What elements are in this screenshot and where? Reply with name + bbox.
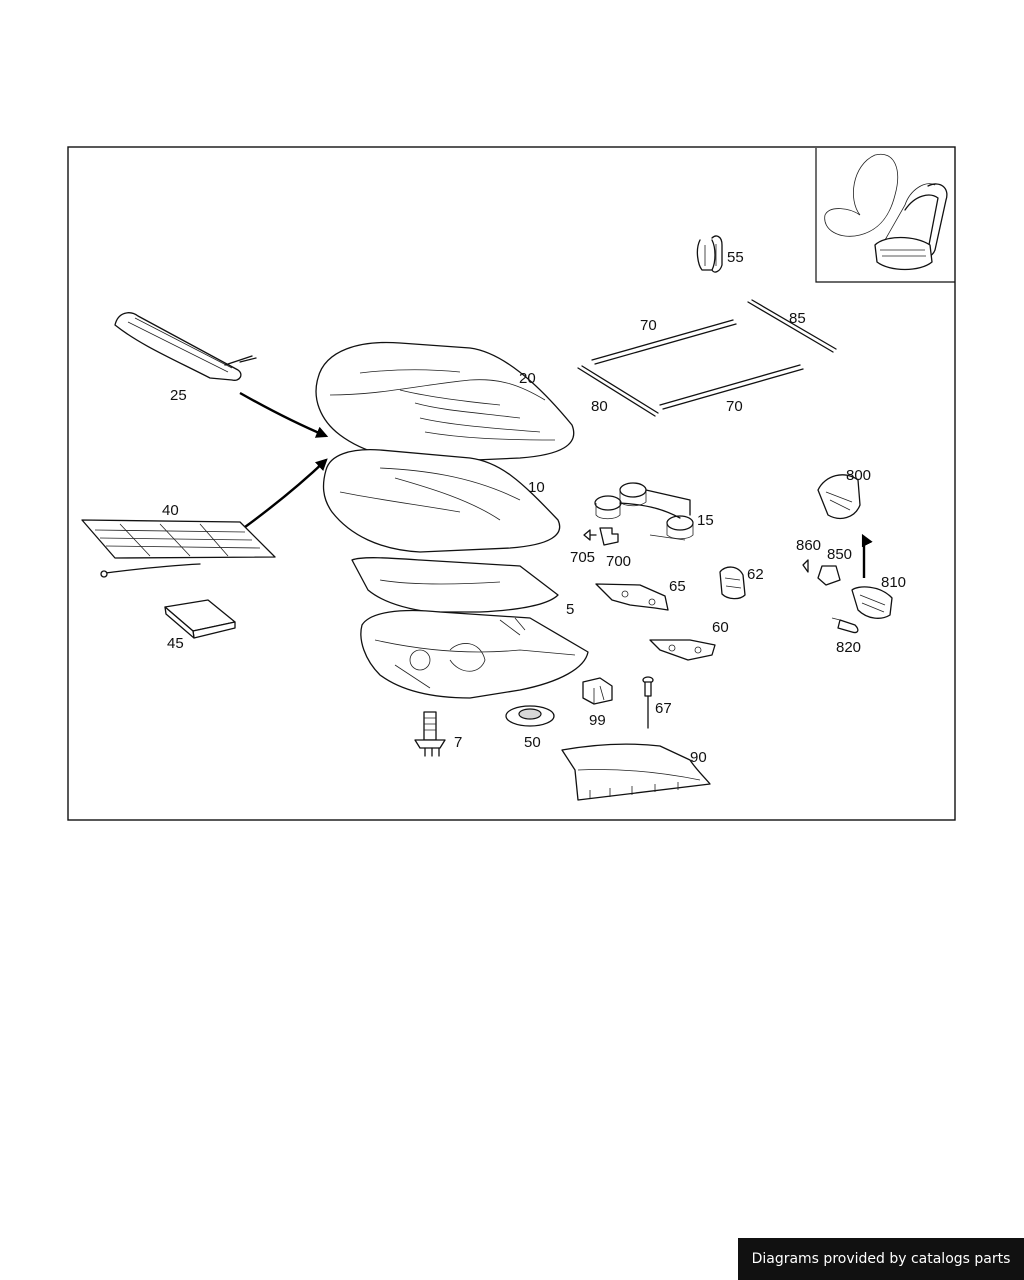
callout-62: 62 (747, 566, 764, 583)
callout-705: 705 (570, 549, 595, 566)
part-10-foam-cushion (322, 449, 561, 553)
part-65-bracket (595, 583, 669, 611)
callout-5: 5 (566, 601, 574, 618)
callout-70-bottom: 70 (726, 398, 743, 415)
parts-700-705 (583, 527, 619, 546)
callout-90: 90 (690, 749, 707, 766)
part-55-clip (696, 235, 723, 273)
callout-65: 65 (669, 578, 686, 595)
part-25-side-trim (114, 312, 257, 381)
part-67-rivet (642, 676, 654, 729)
callout-55: 55 (727, 249, 744, 266)
callout-700: 700 (606, 553, 631, 570)
callout-810: 810 (881, 574, 906, 591)
part-50-grommet (505, 705, 555, 727)
callout-70-top: 70 (640, 317, 657, 334)
parts-70-80-85-wires (577, 299, 837, 417)
callout-860: 860 (796, 537, 821, 554)
parts-810-820-850-860 (802, 559, 893, 634)
callout-99: 99 (589, 712, 606, 729)
part-62-switch (719, 566, 746, 600)
part-40-heating-mat (81, 519, 276, 578)
callout-45: 45 (167, 635, 184, 652)
part-60-bracket (649, 639, 716, 661)
diagram-frame (67, 146, 956, 821)
part-99-clip (582, 677, 613, 705)
seat-overview-inset (815, 148, 955, 283)
callout-20: 20 (519, 370, 536, 387)
part-90-side-panel (561, 743, 711, 801)
callout-820: 820 (836, 639, 861, 656)
callout-7: 7 (454, 734, 462, 751)
part-20-seat-cover (315, 341, 575, 463)
callout-50: 50 (524, 734, 541, 751)
part-5-seat-pan (351, 557, 589, 699)
callout-40: 40 (162, 502, 179, 519)
callout-850: 850 (827, 546, 852, 563)
credit-banner: Diagrams provided by catalogs parts (738, 1238, 1024, 1280)
callout-10: 10 (528, 479, 545, 496)
part-15-lumbar-support (594, 482, 694, 541)
part-45-pad (164, 599, 236, 639)
callout-25: 25 (170, 387, 187, 404)
callout-15: 15 (697, 512, 714, 529)
part-800-housing (817, 474, 861, 519)
callout-80: 80 (591, 398, 608, 415)
callout-800: 800 (846, 467, 871, 484)
callout-67: 67 (655, 700, 672, 717)
part-7-bolt (414, 711, 446, 757)
callout-60: 60 (712, 619, 729, 636)
callout-85: 85 (789, 310, 806, 327)
